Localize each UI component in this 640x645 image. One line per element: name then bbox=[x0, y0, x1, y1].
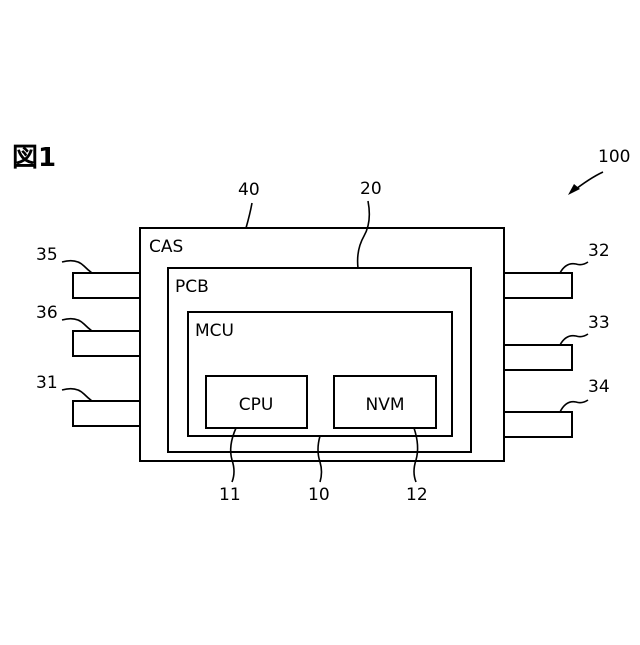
pin-left-mid bbox=[73, 331, 140, 356]
cas-ref-leader bbox=[246, 203, 252, 228]
pin-left-mid-leader bbox=[62, 319, 92, 331]
pin-right-top-leader bbox=[560, 262, 588, 273]
pin-left-bottom-ref: 31 bbox=[36, 373, 58, 393]
pin-right-mid bbox=[504, 345, 572, 370]
pin-right-bottom-leader bbox=[560, 400, 588, 412]
figure-title: 図1 bbox=[12, 143, 56, 173]
pcb-label: PCB bbox=[175, 277, 209, 297]
pin-left-top-ref: 35 bbox=[36, 245, 58, 265]
pin-left-bottom-leader bbox=[62, 389, 92, 401]
pin-left-bottom bbox=[73, 401, 140, 426]
pin-right-bottom bbox=[504, 412, 572, 437]
pin-right-mid-ref: 33 bbox=[588, 313, 610, 333]
pin-left-mid-ref: 36 bbox=[36, 303, 58, 323]
nvm-label: NVM bbox=[365, 395, 404, 415]
pin-left-top bbox=[73, 273, 140, 298]
nvm-ref-label: 12 bbox=[406, 485, 428, 505]
device-ref-arrowhead bbox=[568, 184, 580, 195]
pcb-ref-label: 20 bbox=[360, 179, 382, 199]
pin-right-top bbox=[504, 273, 572, 298]
pin-right-top-ref: 32 bbox=[588, 241, 610, 261]
mcu-ref-label: 10 bbox=[308, 485, 330, 505]
device-ref-label: 100 bbox=[598, 147, 630, 167]
cpu-label: CPU bbox=[239, 395, 274, 415]
pin-right-bottom-ref: 34 bbox=[588, 377, 610, 397]
cas-ref-label: 40 bbox=[238, 180, 260, 200]
cpu-ref-label: 11 bbox=[219, 485, 241, 505]
cas-label: CAS bbox=[149, 237, 183, 257]
pin-left-top-leader bbox=[62, 261, 92, 273]
pin-right-mid-leader bbox=[560, 334, 588, 345]
mcu-label: MCU bbox=[195, 321, 234, 341]
